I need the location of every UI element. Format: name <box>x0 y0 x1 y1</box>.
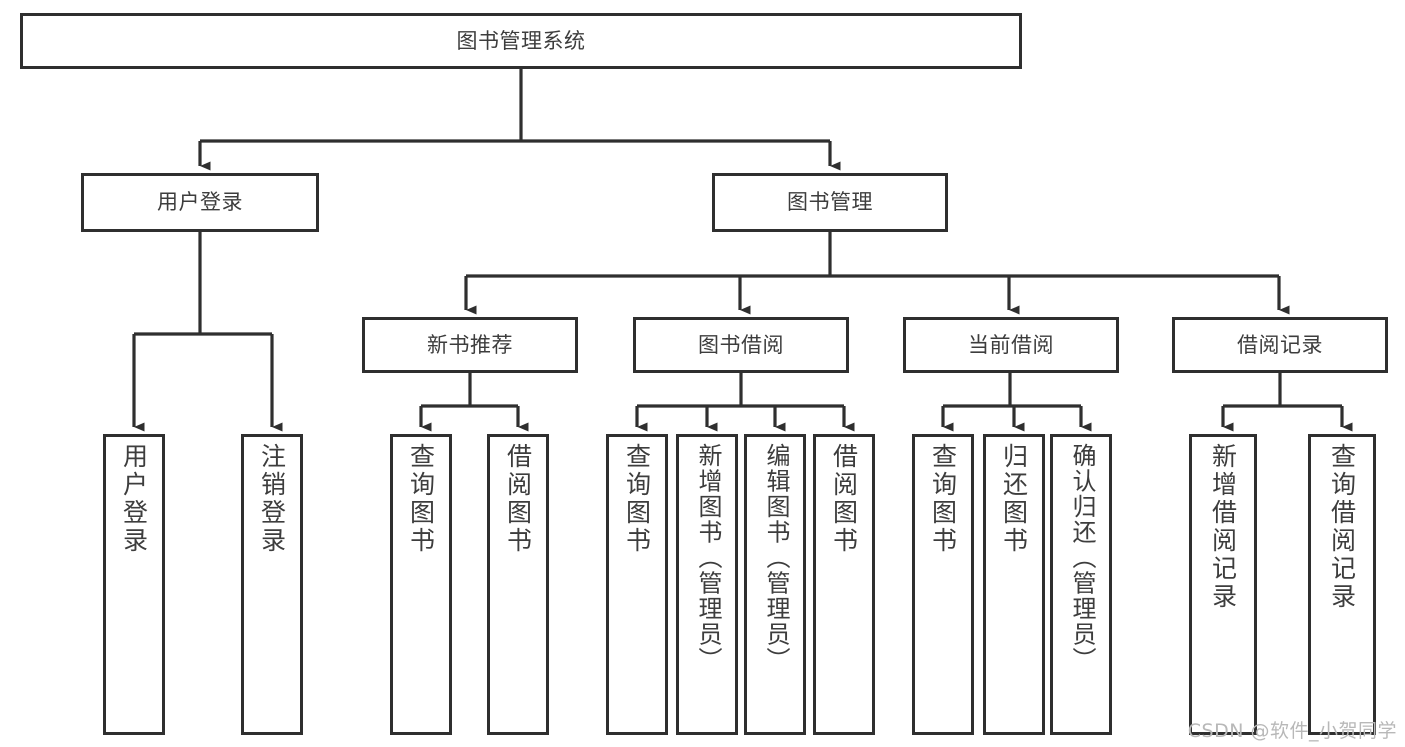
node-leaf-add-record-label: 新增借阅记录 <box>1208 443 1238 611</box>
node-user-login-label: 用户登录 <box>157 190 243 214</box>
node-new-book-rec-label: 新书推荐 <box>427 332 513 357</box>
node-root-label: 图书管理系统 <box>456 28 586 53</box>
node-book-borrow[interactable]: 图书借阅 <box>633 317 849 373</box>
node-root[interactable]: 图书管理系统 <box>20 13 1022 69</box>
node-leaf-query-book-3-label: 查询图书 <box>928 443 958 555</box>
node-book-borrow-label: 图书借阅 <box>698 332 784 357</box>
node-leaf-return-book[interactable]: 归还图书 <box>983 434 1045 735</box>
node-leaf-logout-label: 注销登录 <box>257 443 287 555</box>
node-current-borrow-label: 当前借阅 <box>968 332 1054 357</box>
node-borrow-record-label: 借阅记录 <box>1237 332 1323 357</box>
node-book-mgmt[interactable]: 图书管理 <box>712 173 948 232</box>
node-leaf-add-record[interactable]: 新增借阅记录 <box>1189 434 1257 735</box>
node-user-login[interactable]: 用户登录 <box>81 173 319 232</box>
csdn-watermark: CSDN @软件_小贺同学 <box>1187 720 1397 742</box>
node-leaf-logout[interactable]: 注销登录 <box>241 434 303 735</box>
node-leaf-query-book-2[interactable]: 查询图书 <box>606 434 668 735</box>
node-leaf-query-record-label: 查询借阅记录 <box>1327 443 1357 611</box>
node-leaf-user-login-label: 用户登录 <box>119 443 149 555</box>
node-leaf-query-book-2-label: 查询图书 <box>622 443 652 555</box>
node-leaf-confirm-return[interactable]: 确认归还（管理员） <box>1050 434 1112 735</box>
node-leaf-query-record[interactable]: 查询借阅记录 <box>1308 434 1376 735</box>
node-leaf-edit-book-label: 编辑图书（管理员） <box>761 443 790 673</box>
node-leaf-edit-book[interactable]: 编辑图书（管理员） <box>744 434 806 735</box>
node-leaf-borrow-book-2-label: 借阅图书 <box>829 443 859 555</box>
node-borrow-record[interactable]: 借阅记录 <box>1172 317 1388 373</box>
node-leaf-return-book-label: 归还图书 <box>999 443 1029 555</box>
node-current-borrow[interactable]: 当前借阅 <box>903 317 1119 373</box>
node-leaf-confirm-return-label: 确认归还（管理员） <box>1067 443 1096 673</box>
node-leaf-query-book-3[interactable]: 查询图书 <box>912 434 974 735</box>
node-leaf-add-book-label: 新增图书（管理员） <box>693 443 722 673</box>
node-leaf-query-book-1-label: 查询图书 <box>406 443 436 555</box>
node-book-mgmt-label: 图书管理 <box>787 190 873 214</box>
node-leaf-user-login[interactable]: 用户登录 <box>103 434 165 735</box>
node-leaf-borrow-book-1[interactable]: 借阅图书 <box>487 434 549 735</box>
node-leaf-add-book[interactable]: 新增图书（管理员） <box>676 434 738 735</box>
node-leaf-borrow-book-1-label: 借阅图书 <box>503 443 533 555</box>
node-leaf-query-book-1[interactable]: 查询图书 <box>390 434 452 735</box>
node-leaf-borrow-book-2[interactable]: 借阅图书 <box>813 434 875 735</box>
node-new-book-rec[interactable]: 新书推荐 <box>362 317 578 373</box>
